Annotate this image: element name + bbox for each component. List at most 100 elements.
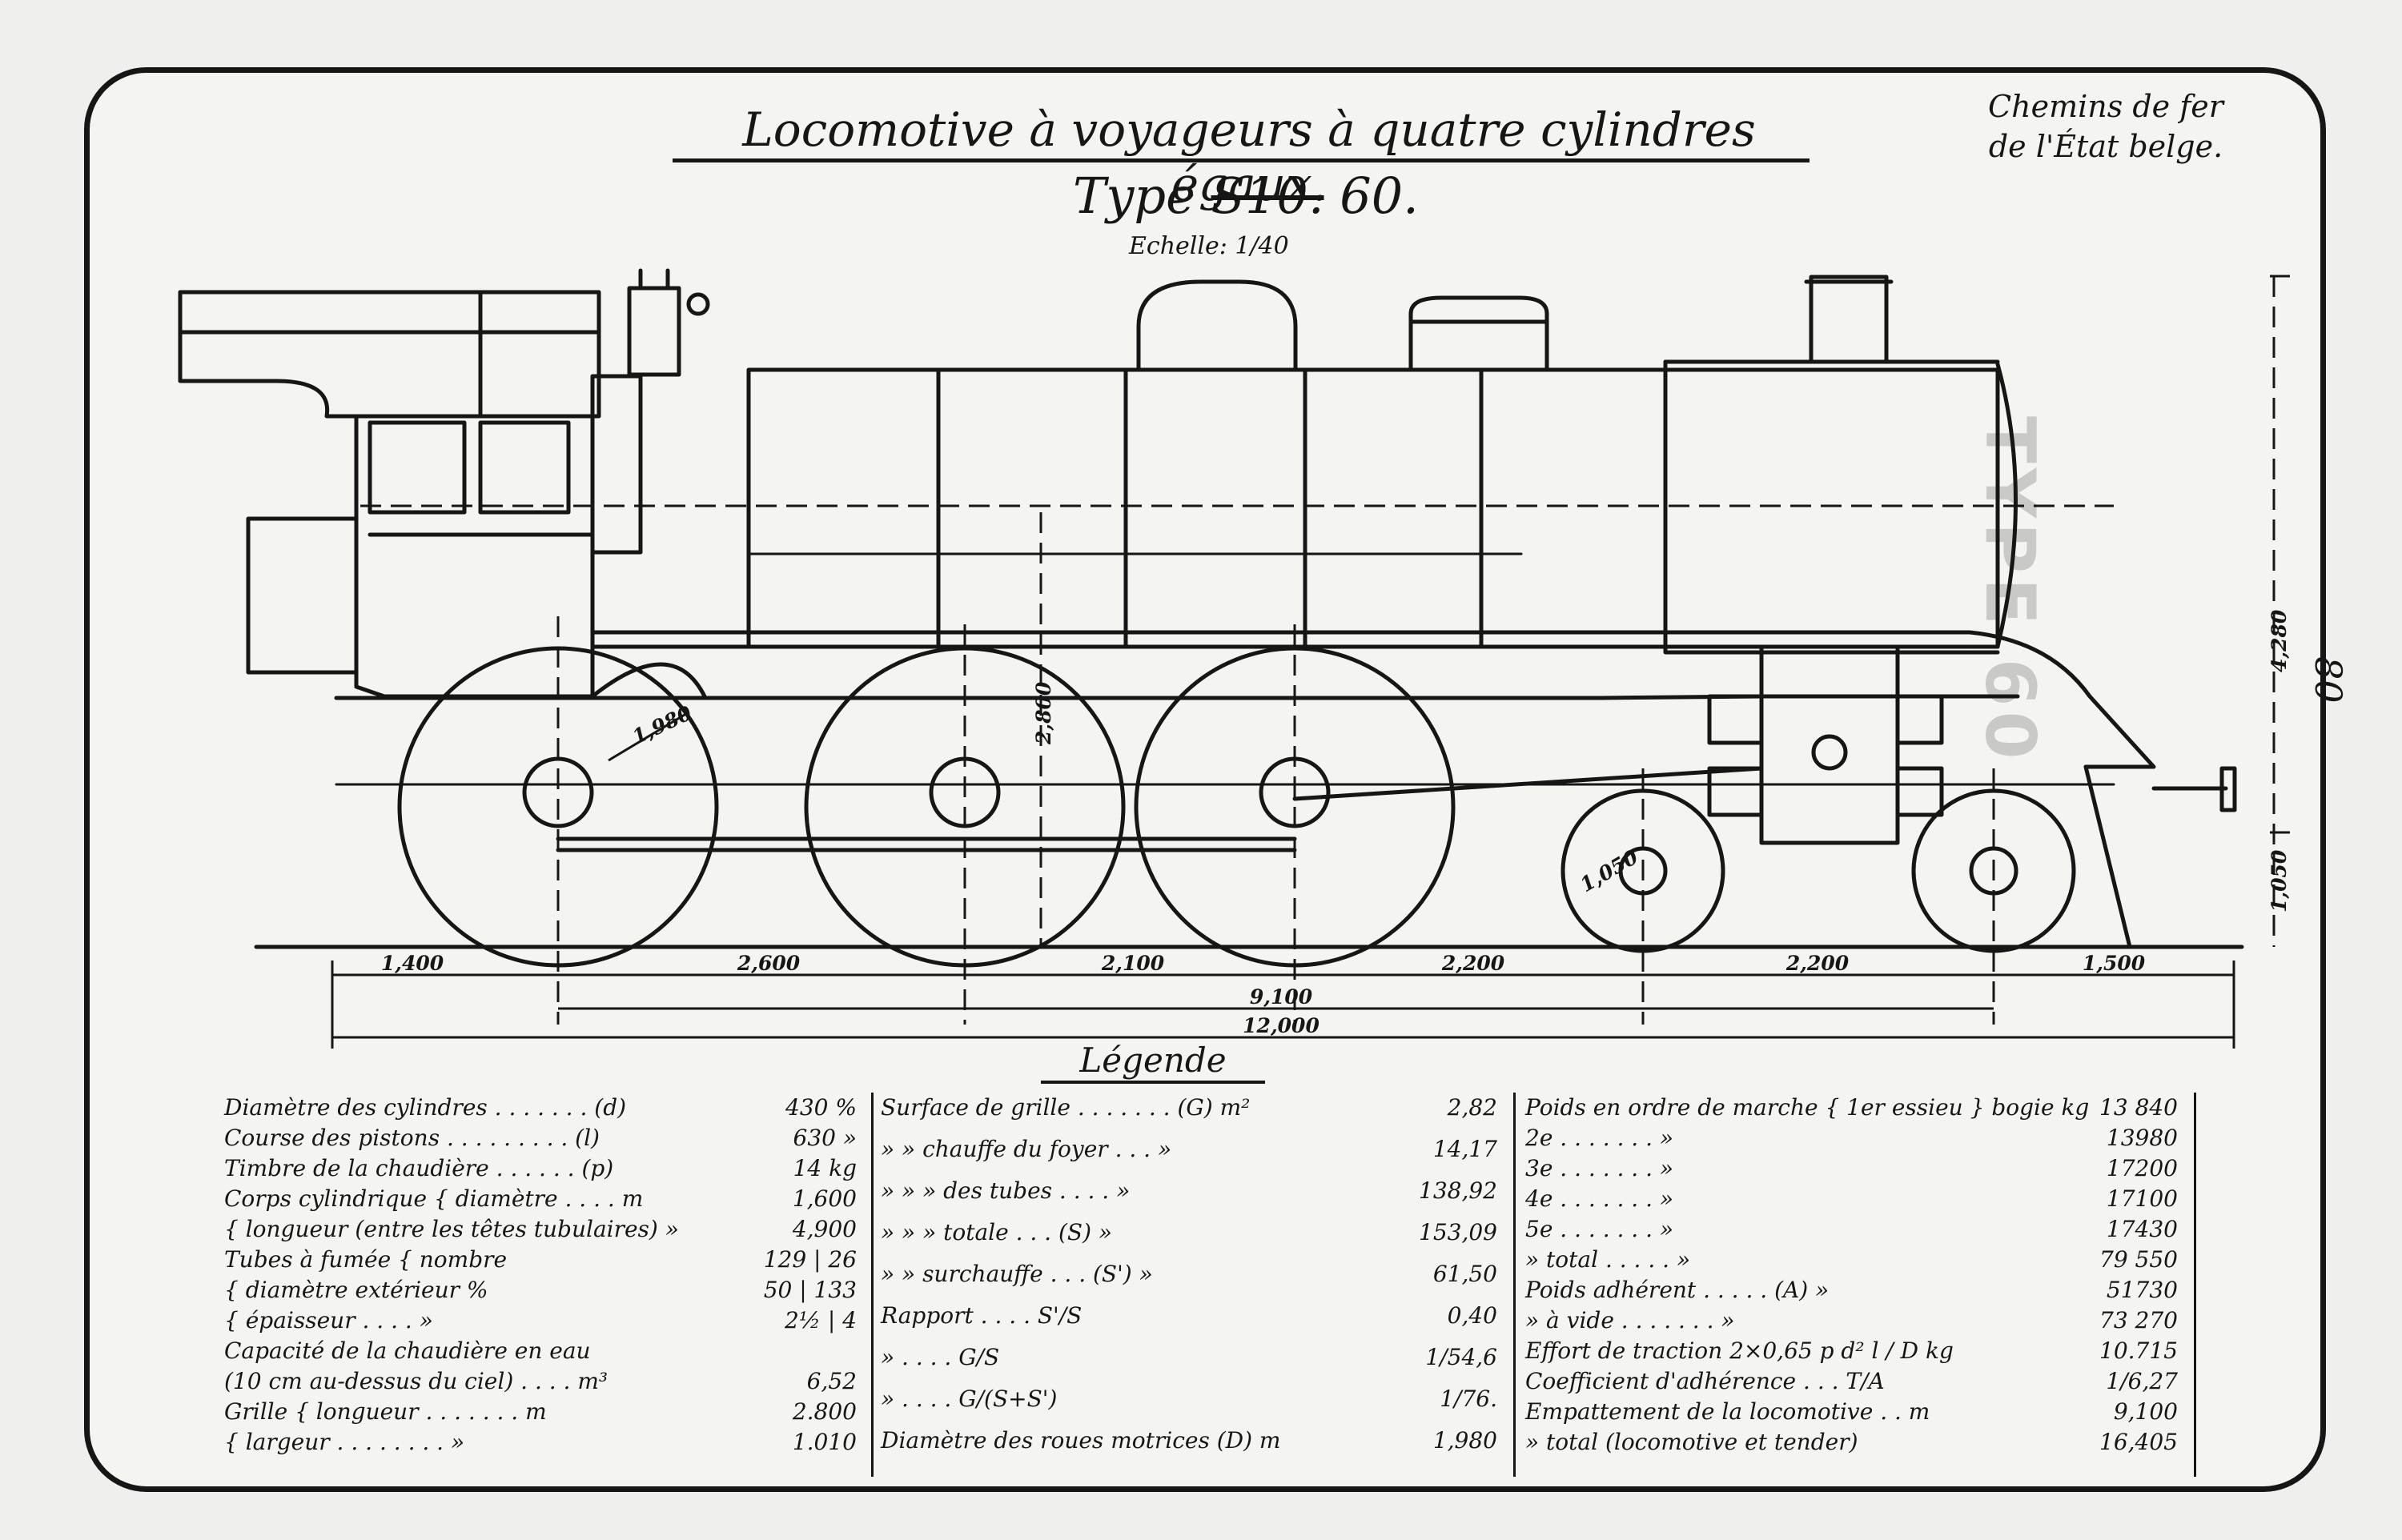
legend-value: 1/54,6 (1425, 1344, 1497, 1370)
dim-buffer-height: 1,050 (2267, 849, 2291, 912)
dim-spacing-6: 1,500 (2083, 952, 2146, 975)
legend-divider-2 (1513, 1093, 1516, 1477)
legend-value: 1/6,27 (2106, 1368, 2178, 1394)
legend-label: » total (locomotive et tender) (1525, 1429, 1858, 1455)
legend-label: » » surchauffe . . . (S') » (881, 1261, 1153, 1287)
scale-note: Echelle: 1/40 (1129, 232, 1289, 260)
legend-value: 1.010 (792, 1429, 857, 1455)
railway-name: Chemins de fer de l'État belge. (1954, 86, 2258, 166)
chimney (1809, 275, 1889, 364)
legend-label: » . . . . G/(S+S') (881, 1386, 1058, 1412)
sand-dome (1408, 295, 1549, 372)
whistle (686, 292, 710, 316)
legend-label: Empattement de la locomotive . . m (1525, 1398, 1930, 1425)
dim-spacing-3: 2,100 (1101, 952, 1165, 975)
legend-label: » » » totale . . . (S) » (881, 1219, 1113, 1245)
smokebox-door (1995, 362, 2018, 649)
legend-value: 10.715 (2099, 1337, 2178, 1364)
legend-value: 14,17 (1432, 1136, 1497, 1162)
cylinder-boss (1811, 734, 1848, 771)
legend-label: Diamètre des cylindres . . . . . . . (d) (224, 1094, 627, 1121)
legend-label: Capacité de la chaudière en eau (224, 1337, 591, 1364)
legend-value: 129 | 26 (763, 1246, 857, 1273)
cab-rear-box (246, 516, 359, 675)
dim-spacing-1: 1,400 (381, 952, 444, 975)
legend-label: » » chauffe du foyer . . . » (881, 1136, 1172, 1162)
cab-window-right (478, 420, 571, 515)
connecting-rod (1292, 766, 1764, 801)
pilot (2083, 764, 2132, 949)
legend-label: { largeur . . . . . . . . » (224, 1429, 465, 1455)
legend-label: Surface de grille . . . . . . . (G) m² (881, 1094, 1251, 1121)
cylinder-block (1759, 644, 1900, 845)
legend-value: 138,92 (1419, 1177, 1497, 1204)
legend-divider-1 (871, 1093, 874, 1477)
legend-value: 73 270 (2099, 1307, 2178, 1333)
cab-window-left (368, 420, 467, 515)
drawing-title: Locomotive à voyageurs à quatre cylindre… (742, 102, 1756, 211)
legend-label: { diamètre extérieur % (224, 1277, 488, 1303)
dim-driving-wheel: 1,980 (629, 701, 696, 749)
legend-label: » total . . . . . » (1525, 1246, 1691, 1273)
legend-value: 153,09 (1419, 1219, 1497, 1245)
legend-value: 2.800 (792, 1398, 857, 1425)
legend-value: 17430 (2106, 1216, 2178, 1242)
steam-dome (1136, 279, 1298, 372)
legend-value: 430 % (785, 1094, 857, 1121)
legend-value: 1,600 (792, 1185, 857, 1212)
legend-label: 2e . . . . . . . » (1525, 1125, 1674, 1151)
dim-spacing-4: 2,200 (1441, 952, 1505, 975)
legend-value: 2½ | 4 (784, 1307, 857, 1333)
legend-title-underline (1041, 1081, 1265, 1084)
legend-value: 16,405 (2099, 1429, 2178, 1455)
legend-value: 0,40 (1447, 1302, 1497, 1329)
railway-line-1: Chemins de fer (1988, 89, 2223, 124)
legend-value: 13980 (2106, 1125, 2178, 1151)
legend-label: 5e . . . . . . . » (1525, 1216, 1674, 1242)
legend-label: Effort de traction 2×0,65 p d² l / D kg (1525, 1337, 1954, 1364)
legend-label: { longueur (entre les têtes tubulaires) … (224, 1216, 679, 1242)
steam-chest-lower (1707, 766, 1764, 817)
legend-label: Course des pistons . . . . . . . . . (l) (224, 1125, 600, 1151)
legend-value: 79 550 (2099, 1246, 2178, 1273)
safety-valve-housing (627, 286, 681, 377)
legend-label: » . . . . G/S (881, 1344, 1000, 1370)
legend-value: 9,100 (2113, 1398, 2178, 1425)
legend-label: Grille { longueur . . . . . . . m (224, 1398, 547, 1425)
dim-spacing-2: 2,600 (737, 952, 801, 975)
legend-divider-3 (2194, 1093, 2196, 1477)
type-struck-old: S10. (1211, 166, 1324, 225)
title-underline (673, 158, 1810, 162)
legend-value: 4,900 (792, 1216, 857, 1242)
legend-value: 17100 (2106, 1185, 2178, 1212)
legend-label: 4e . . . . . . . » (1525, 1185, 1674, 1212)
legend-value: 13 840 (2099, 1094, 2178, 1121)
legend-label: Diamètre des roues motrices (D) m (881, 1427, 1281, 1454)
legend-value: 17200 (2106, 1155, 2178, 1181)
legend-title: Légende (1079, 1041, 1227, 1080)
dim-total-height: 4,280 (2267, 609, 2291, 672)
type-prefix: Type (1073, 166, 1195, 225)
type-designation: Type S10. 60. (1073, 166, 1419, 225)
legend-label: Rapport . . . . S'/S (881, 1302, 1083, 1329)
running-board (590, 630, 2156, 769)
smokebox (1663, 359, 2000, 655)
legend-label: Poids en ordre de marche { 1er essieu } … (1525, 1094, 2090, 1121)
legend-label: Tubes à fumée { nombre (224, 1246, 508, 1273)
main-frame (334, 694, 2020, 700)
legend-value: 51730 (2106, 1277, 2178, 1303)
legend-label: » à vide . . . . . . . » (1525, 1307, 1735, 1333)
railway-line-2: de l'État belge. (1988, 129, 2223, 164)
dim-axle-height: 2,800 (1032, 681, 1055, 745)
legend-value: 2,82 (1447, 1094, 1497, 1121)
legend-value: 14 kg (793, 1155, 857, 1181)
type-number: 60. (1340, 166, 1419, 225)
legend-value: 50 | 133 (763, 1277, 857, 1303)
legend-label: Corps cylindrique { diamètre . . . . m (224, 1185, 644, 1212)
legend-label: (10 cm au-dessus du ciel) . . . . m³ (224, 1368, 609, 1394)
dim-total-length: 12,000 (1243, 1014, 1319, 1037)
buffer-head (2219, 766, 2237, 812)
legend-label: Poids adhérent . . . . . (A) » (1525, 1277, 1830, 1303)
dim-leader-wheel (608, 711, 689, 762)
steam-chest-upper (1707, 694, 1764, 745)
